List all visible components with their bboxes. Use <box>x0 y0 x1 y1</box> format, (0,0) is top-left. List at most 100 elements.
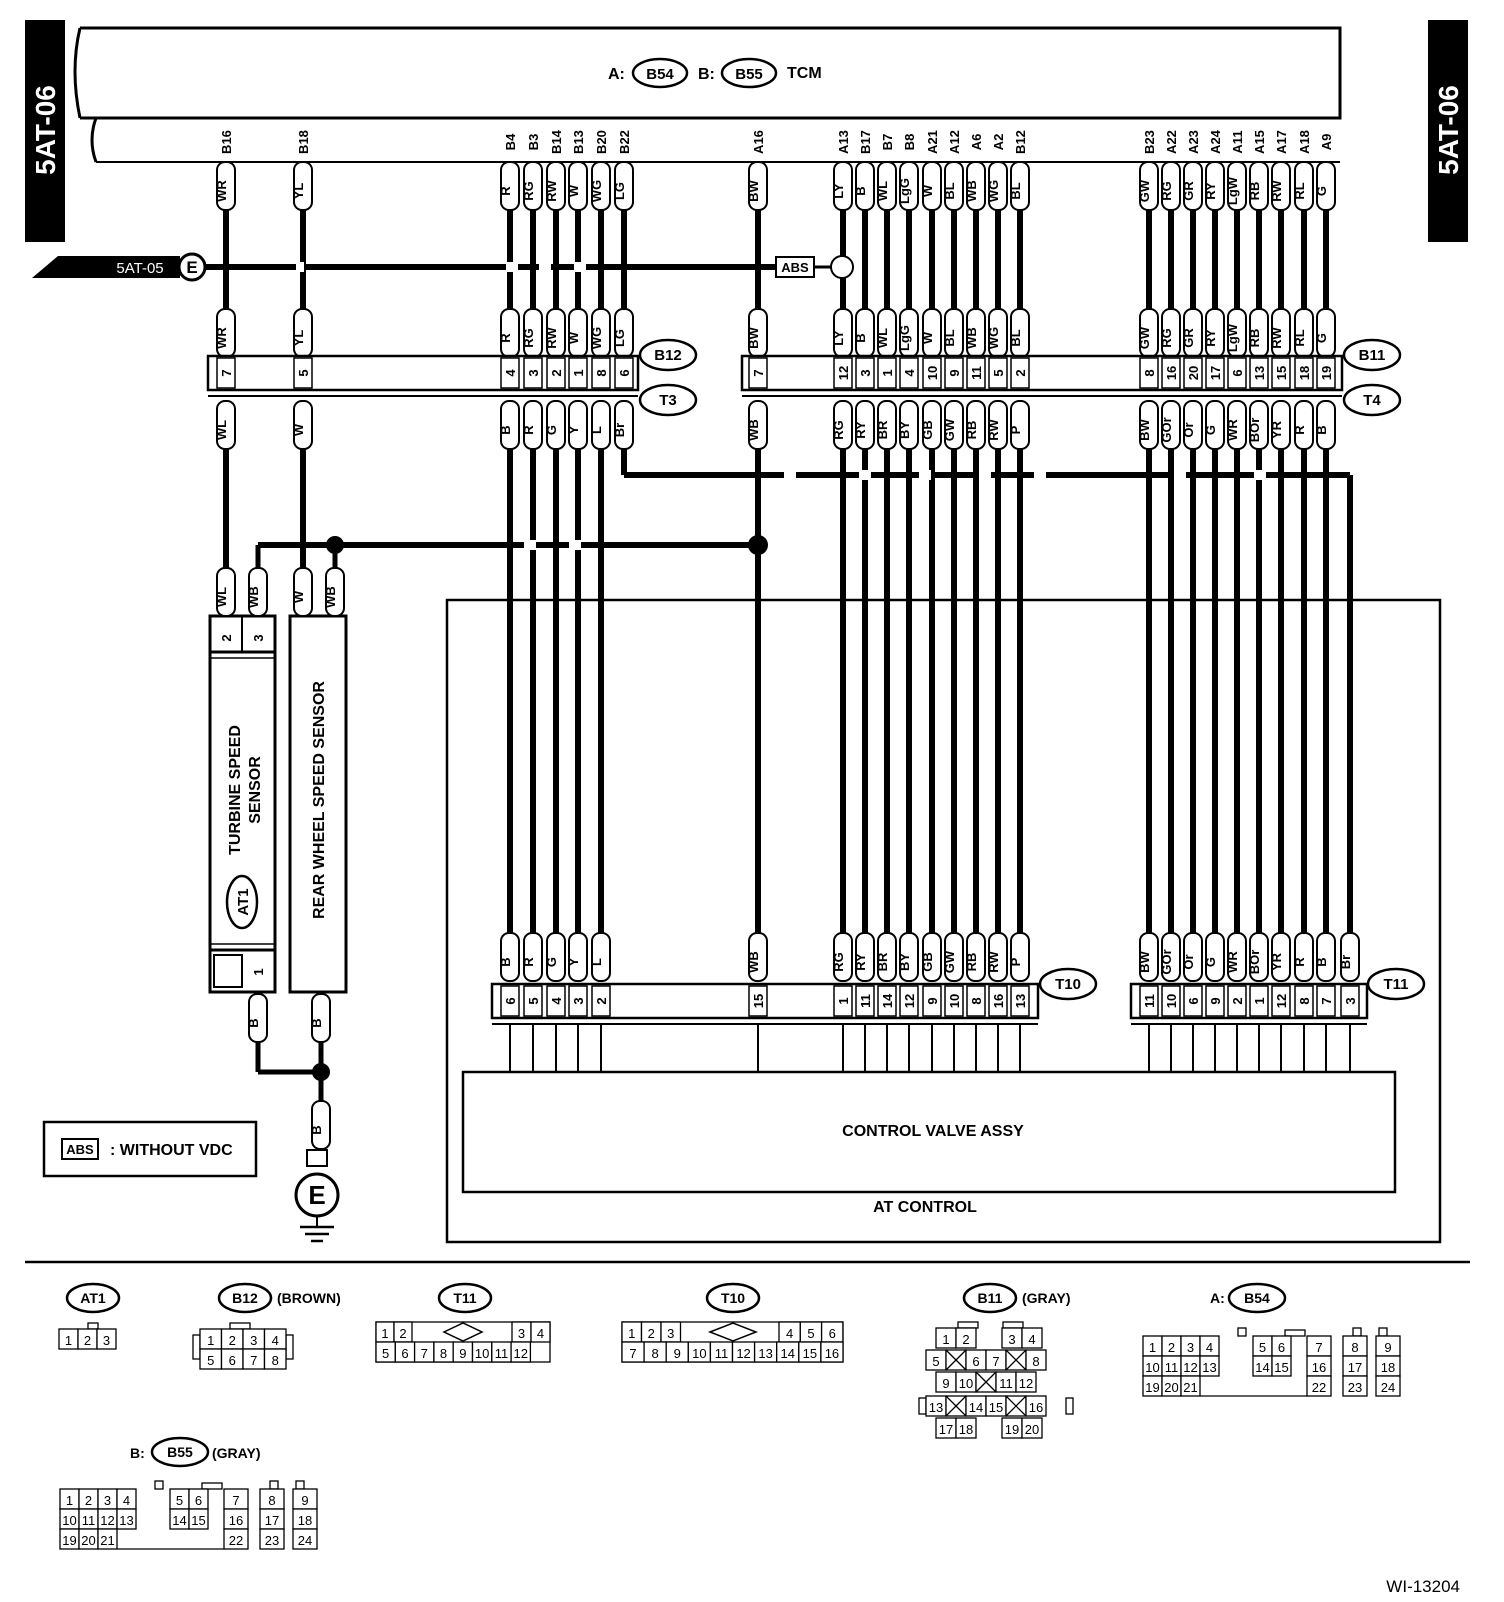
view-t10-pin: 16 <box>825 1346 839 1361</box>
view-b54-pin: 7 <box>1315 1340 1322 1355</box>
wire-color-tag: GW <box>1137 179 1152 202</box>
junction-pin: 7 <box>219 369 234 376</box>
wire-color-tag: G <box>544 425 559 435</box>
view-b54-pin: 4 <box>1206 1340 1213 1355</box>
junction-pin: 8 <box>1142 369 1157 376</box>
junction-b12-t3 <box>206 354 640 392</box>
junction-pin: 17 <box>1208 366 1223 380</box>
view-t10-pin: 7 <box>629 1346 636 1361</box>
tcm-label: TCM <box>787 65 822 82</box>
view-b55-pin: 24 <box>298 1533 312 1548</box>
junction-pin: 4 <box>902 369 917 377</box>
wire-color-tag: RY <box>1203 182 1218 200</box>
wire-color-tag: Or <box>1181 422 1196 437</box>
wire-color-tag: WG <box>986 327 1001 349</box>
junction-pin: 1 <box>571 369 586 376</box>
wire-color-tag: W <box>920 184 935 197</box>
view-b11-pin: 20 <box>1025 1422 1039 1437</box>
label-t11: T11 <box>1383 976 1408 993</box>
t10-pin: 14 <box>880 993 895 1008</box>
t10-pin: 6 <box>503 997 518 1004</box>
view-b11-pin: 12 <box>1019 1376 1033 1391</box>
view-t11-pin: 11 <box>495 1346 509 1361</box>
view-b55-prefix: B: <box>130 1445 145 1461</box>
t11-pin: 9 <box>1208 997 1223 1004</box>
turbine-pin: 1 <box>251 968 266 975</box>
t11-wire-tag: BW <box>1137 950 1152 972</box>
wire-color-tag: RW <box>1269 180 1284 202</box>
label-b12: B12 <box>654 347 682 364</box>
junction-pin: 9 <box>947 369 962 376</box>
view-b55-pin: 20 <box>81 1533 95 1548</box>
view-t11-pin: 6 <box>401 1346 408 1361</box>
sensor-wire-tag: WL <box>214 587 229 607</box>
wire-color-tag: RG <box>1159 328 1174 348</box>
view-t10-pin: 8 <box>652 1346 659 1361</box>
turbine-label-2: SENSOR <box>247 756 264 824</box>
view-at1-title: AT1 <box>80 1290 106 1306</box>
wire-color-tag: RL <box>1292 329 1307 346</box>
view-b54-pin: 12 <box>1183 1360 1197 1375</box>
turbine-pin: 2 <box>219 634 234 641</box>
wire-color-tag: B <box>498 425 513 434</box>
tcm-prefix-b: B: <box>698 66 715 83</box>
t11-wire-tag: R <box>1292 957 1307 967</box>
t10-pin: 12 <box>902 994 917 1008</box>
view-b11-pin: 4 <box>1028 1332 1035 1347</box>
t11-wire-tag: B <box>1314 957 1329 966</box>
view-b54-pin: 11 <box>1165 1360 1179 1375</box>
view-t10-pin: 3 <box>667 1326 674 1341</box>
tcm-pin-label: A23 <box>1186 130 1201 154</box>
tcm-pin-label: B18 <box>296 130 311 154</box>
tcm-connector-b: B55 <box>735 66 763 83</box>
view-t11-pin: 8 <box>440 1346 447 1361</box>
wire-color-tag: RL <box>1292 182 1307 199</box>
ground-wire-tag: B <box>309 1125 324 1134</box>
view-b11-pin: 18 <box>959 1422 973 1437</box>
wire-color-tag: Y <box>566 425 581 434</box>
wire-color-tag: RB <box>964 421 979 440</box>
view-b11-pin: 6 <box>972 1354 979 1369</box>
junction-pin: 3 <box>858 369 873 376</box>
view-b55-pin: 10 <box>62 1513 76 1528</box>
tcm-pin-label: B14 <box>549 129 564 154</box>
view-b54-pin: 2 <box>1168 1340 1175 1355</box>
view-b54-pin: 19 <box>1145 1380 1159 1395</box>
view-b54-pin: 3 <box>1187 1340 1194 1355</box>
view-b55-pin: 11 <box>82 1513 96 1528</box>
wire-color-tag: BW <box>746 179 761 201</box>
view-t10-pin: 12 <box>736 1346 750 1361</box>
wire-color-tag: WR <box>1225 419 1240 441</box>
view-t11-pin: 1 <box>381 1326 388 1341</box>
label-t3: T3 <box>659 392 677 409</box>
page-tag-right-text: 5AT-06 <box>1433 85 1464 175</box>
tcm-pin-label: A22 <box>1164 130 1179 154</box>
wire-color-tag: LY <box>831 183 846 199</box>
wire-color-tag: G <box>1203 425 1218 435</box>
view-b54-pin: 21 <box>1183 1380 1197 1395</box>
t10-pin: 1 <box>836 997 851 1004</box>
wire-color-tag: WB <box>964 180 979 202</box>
wire-color-tag: BL <box>942 329 957 346</box>
view-t11-pin: 7 <box>421 1346 428 1361</box>
view-b55-pin: 18 <box>298 1513 312 1528</box>
view-b55-pin: 17 <box>265 1513 279 1528</box>
t11-pin: 1 <box>1252 997 1267 1004</box>
wire-color-tag: B <box>853 186 868 195</box>
wire-color-tag: GW <box>942 418 957 441</box>
view-b11-pin: 15 <box>989 1400 1003 1415</box>
view-b55-pin: 4 <box>123 1493 130 1508</box>
view-t10-pin: 2 <box>648 1326 655 1341</box>
t11-wire-tag: WR <box>1225 951 1240 973</box>
view-b54-prefix: A: <box>1210 1290 1225 1306</box>
junction-pin: 13 <box>1252 366 1267 380</box>
t10-pin: 5 <box>526 997 541 1004</box>
view-b11-pin: 8 <box>1032 1354 1039 1369</box>
t10-pin: 11 <box>858 994 873 1008</box>
view-b12-pin: 4 <box>272 1333 279 1348</box>
junction-pin: 18 <box>1297 366 1312 380</box>
view-b11-pin: 5 <box>932 1354 939 1369</box>
wire-color-tag: WL <box>875 181 890 201</box>
view-b55-pin: 19 <box>62 1533 76 1548</box>
view-t11-pin: 9 <box>459 1346 466 1361</box>
